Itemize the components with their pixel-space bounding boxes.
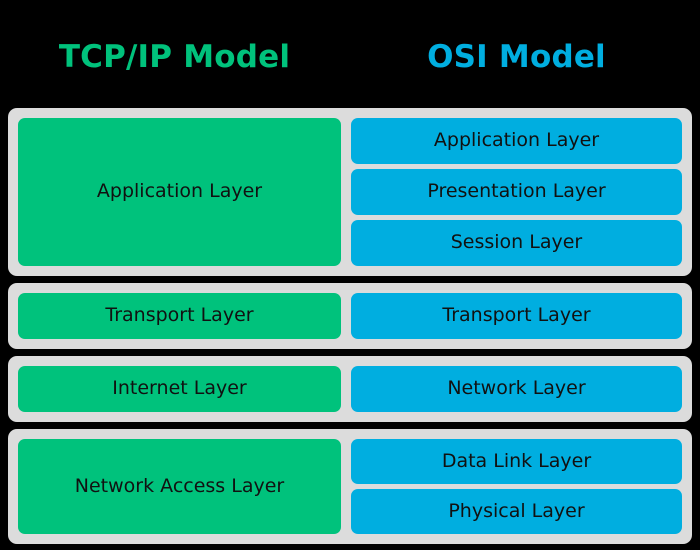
layer-group-transport: Transport Layer Transport Layer [8, 283, 692, 349]
layer-group-internet: Internet Layer Network Layer [8, 356, 692, 422]
osi-column-network: Network Layer [351, 366, 682, 412]
layer-group-application: Application Layer Application Layer Pres… [8, 108, 692, 276]
layer-group-network-access: Network Access Layer Data Link Layer Phy… [8, 429, 692, 544]
tcpip-layer-application: Application Layer [18, 118, 341, 266]
osi-layer-session: Session Layer [351, 220, 682, 266]
tcpip-column-transport: Transport Layer [18, 293, 341, 339]
layer-groups: Application Layer Application Layer Pres… [0, 108, 700, 544]
osi-layer-transport: Transport Layer [351, 293, 682, 339]
tcpip-column-application: Application Layer [18, 118, 341, 266]
osi-layer-physical: Physical Layer [351, 489, 682, 534]
tcpip-layer-network-access: Network Access Layer [18, 439, 341, 534]
tcpip-layer-transport: Transport Layer [18, 293, 341, 339]
tcpip-layer-internet: Internet Layer [18, 366, 341, 412]
osi-layer-application: Application Layer [351, 118, 682, 164]
osi-column-transport: Transport Layer [351, 293, 682, 339]
tcpip-column-internet: Internet Layer [18, 366, 341, 412]
column-title-osi: OSI Model [427, 38, 606, 75]
osi-column-network-access: Data Link Layer Physical Layer [351, 439, 682, 534]
osi-column-application: Application Layer Presentation Layer Ses… [351, 118, 682, 266]
osi-layer-network: Network Layer [351, 366, 682, 412]
diagram-titles: TCP/IP Model OSI Model [0, 0, 700, 108]
tcpip-column-network-access: Network Access Layer [18, 439, 341, 534]
column-title-tcpip: TCP/IP Model [58, 38, 291, 75]
osi-layer-presentation: Presentation Layer [351, 169, 682, 215]
osi-layer-data-link: Data Link Layer [351, 439, 682, 484]
